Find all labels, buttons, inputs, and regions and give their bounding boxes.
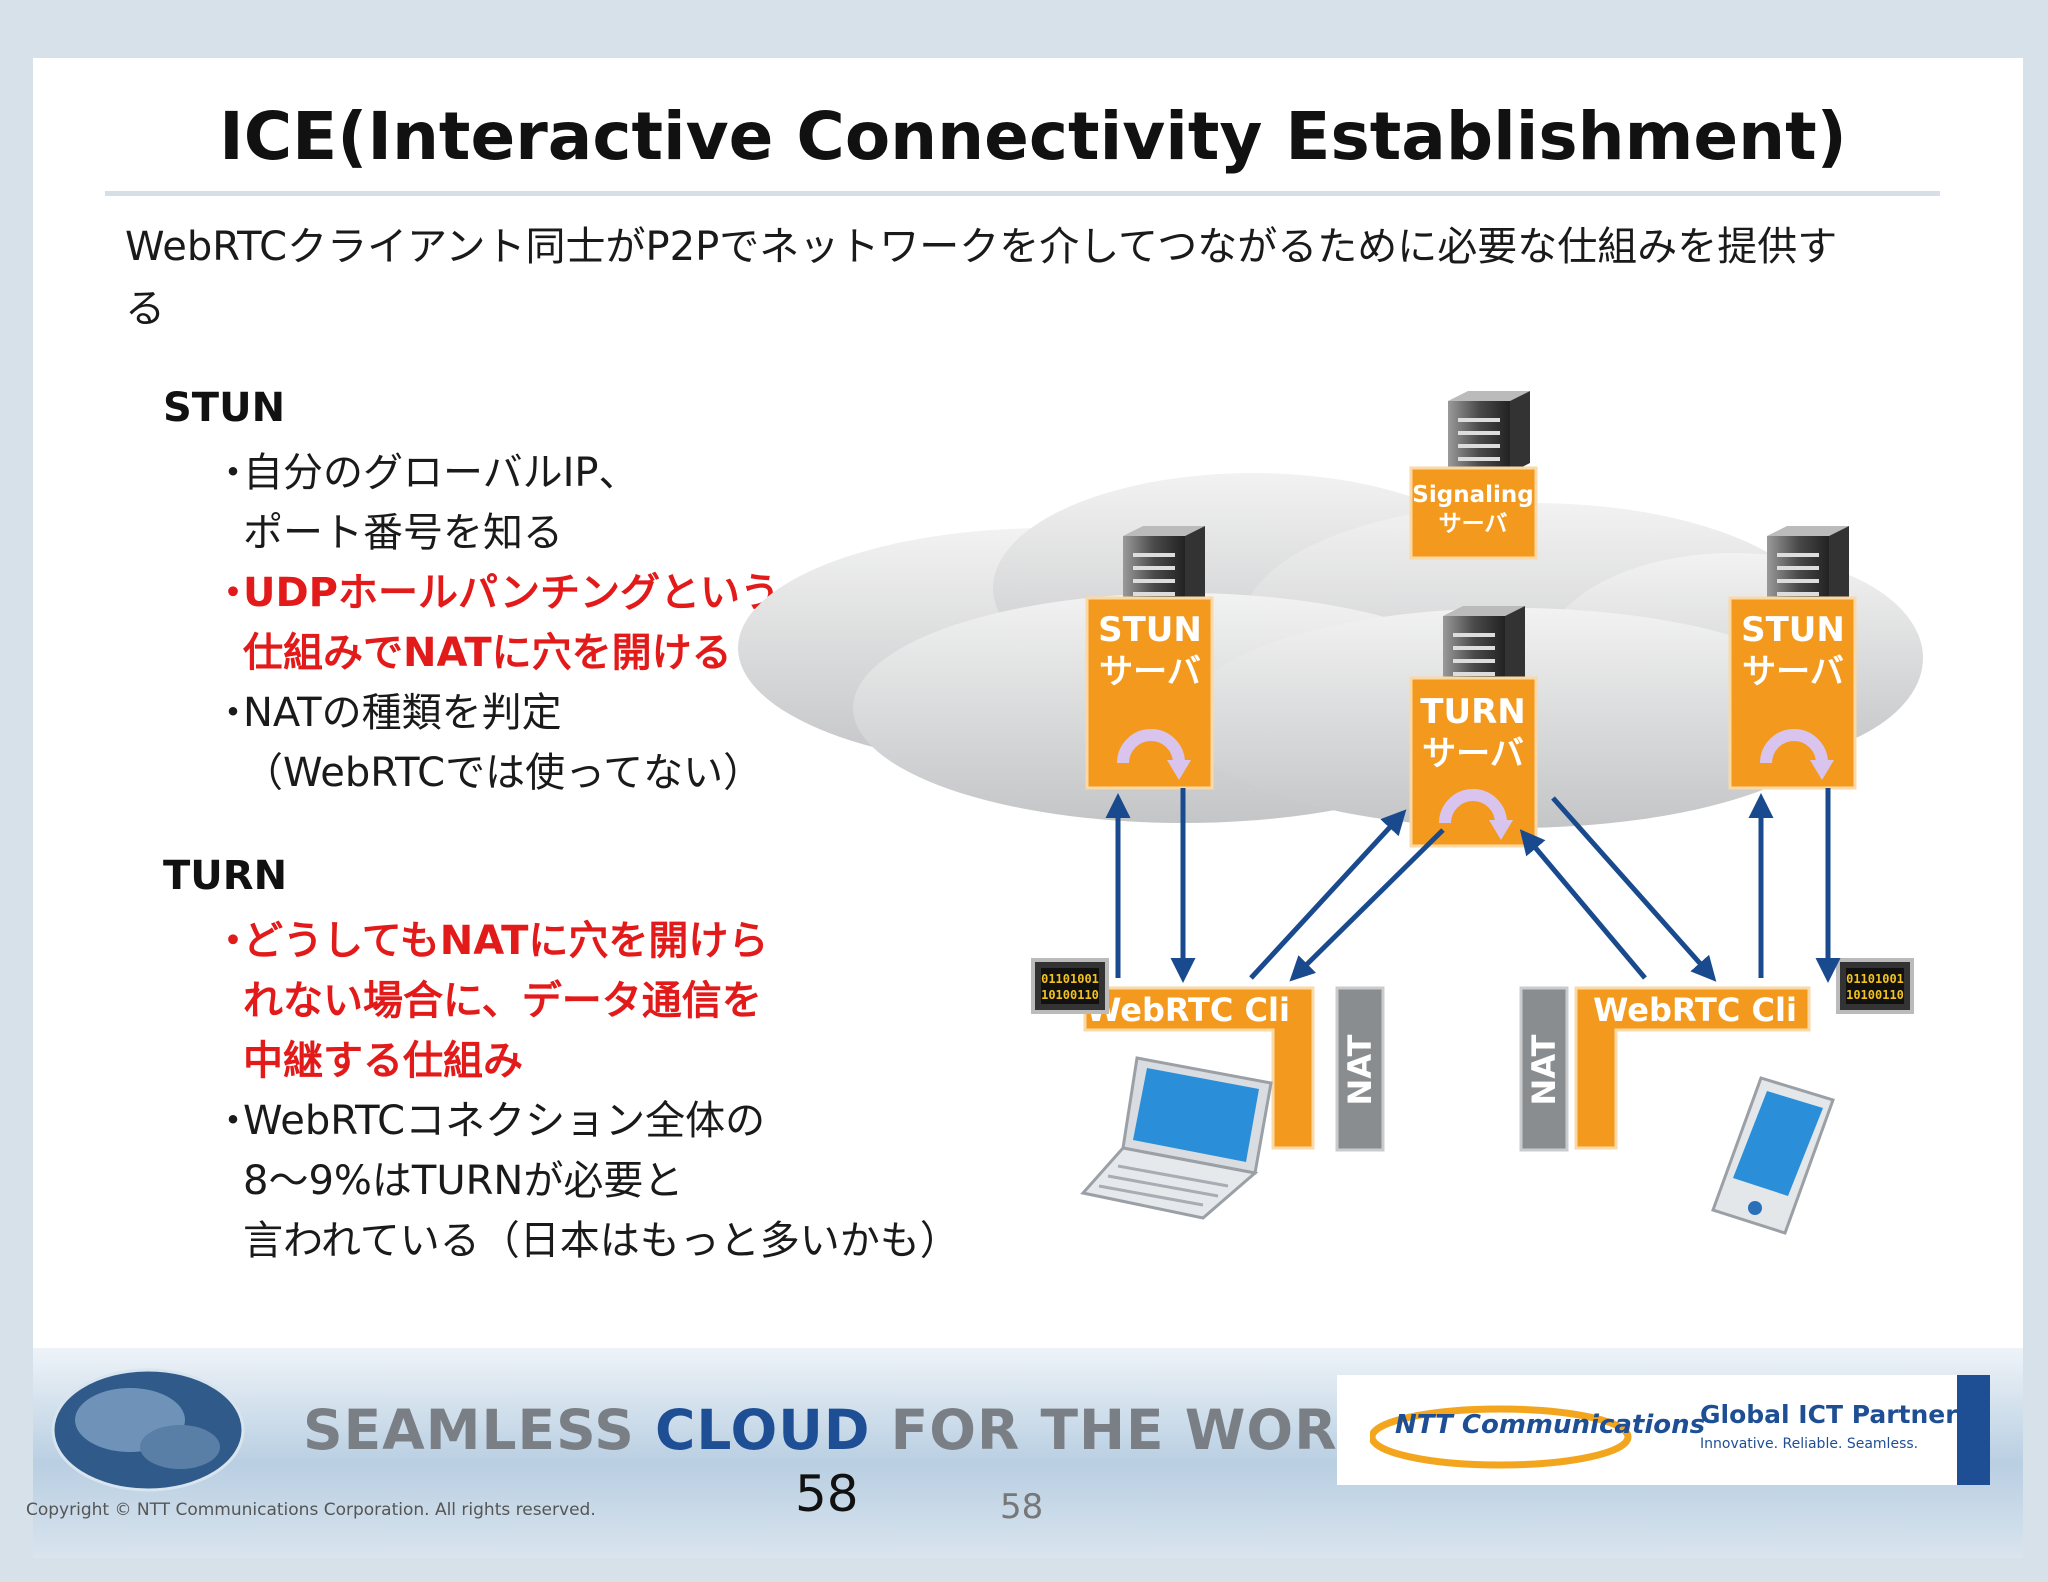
partner-panel	[1337, 1375, 1957, 1485]
turn-bullet-list: ・ どうしてもNATに穴を開けら れない場合に、データ通信を 中継する仕組み ・…	[213, 911, 1033, 1271]
turn-bullet-1-line-3: 中継する仕組み	[243, 1038, 523, 1084]
bullet-marker: ・	[213, 918, 253, 964]
nat-right: NAT	[1519, 986, 1569, 1152]
turn-sublabel: サーバ	[1422, 734, 1524, 774]
signaling-server-icon	[1448, 391, 1530, 473]
partner-title: Global ICT Partner	[1700, 1400, 1958, 1429]
copyright-notice: Copyright © NTT Communications Corporati…	[26, 1500, 596, 1520]
title-divider	[105, 191, 1940, 196]
stun-bullet-1-line-2: ポート番号を知る	[243, 510, 563, 556]
stun-bullet-3-line-2: （WebRTCでは使ってない）	[243, 750, 764, 796]
ice-network-diagram: Signaling サーバ STUN サーバ STUN サーバ TURN サーバ	[738, 391, 1923, 1235]
turn-to-client-left-arrow	[1289, 828, 1445, 982]
partner-subtitle: Innovative. Reliable. Seamless.	[1700, 1436, 1919, 1452]
nat-left-label: NAT	[1341, 1034, 1379, 1105]
smartphone-icon	[1711, 1076, 1835, 1235]
turn-bullet-2: ・ WebRTCコネクション全体の 8～9%はTURNが必要と 言われている（日…	[213, 1091, 1033, 1271]
stun-bullet-3: ・ NATの種類を判定 （WebRTCでは使ってない）	[213, 683, 973, 803]
turn-bullet-2-line-2: 8～9%はTURNが必要と	[243, 1158, 684, 1204]
turn-server-box: TURN サーバ	[1409, 676, 1538, 848]
globe-icon	[51, 1368, 245, 1492]
client-right-to-turn-arrow	[1519, 829, 1647, 980]
stun-server-left-icon	[1123, 526, 1205, 608]
page-number-small: 58	[1000, 1487, 1044, 1527]
bullet-marker: ・	[213, 570, 253, 616]
stun-server-right-box: STUN サーバ	[1728, 596, 1857, 790]
tagline-part-1: SEAMLESS	[303, 1398, 655, 1462]
chip-right-row-2: 10100110	[1846, 988, 1904, 1002]
stun-bullet-1-line-1: 自分のグローバルIP、	[243, 450, 639, 496]
turn-bullet-1-line-2: れない場合に、データ通信を	[243, 978, 762, 1024]
client-left-label: WebRTC Cli	[1086, 991, 1290, 1029]
signaling-sublabel: サーバ	[1439, 511, 1508, 537]
connection-arrows	[1105, 788, 1841, 983]
turn-to-client-right-arrow	[1551, 796, 1717, 982]
footer-tagline: SEAMLESS CLOUD FOR THE WORLD	[303, 1398, 1420, 1462]
stun-bullet-3-line-1: NATの種類を判定	[243, 690, 562, 736]
tagline-part-2: FOR THE WORLD	[870, 1398, 1421, 1462]
signaling-server-box: Signaling サーバ	[1409, 466, 1538, 560]
turn-bullet-2-line-1: WebRTCコネクション全体の	[243, 1098, 766, 1144]
stun-heading: STUN	[163, 385, 286, 431]
ntt-logo-icon	[1370, 1405, 1632, 1469]
stun-bullet-2: ・ UDPホールパンチングという 仕組みでNATに穴を開ける	[213, 563, 973, 683]
stun-server-left-box: STUN サーバ	[1085, 596, 1214, 790]
turn-bullet-1: ・ どうしてもNATに穴を開けら れない場合に、データ通信を 中継する仕組み	[213, 911, 1033, 1091]
loop-arrow-icon	[1760, 729, 1828, 764]
loop-arrow-icon	[1117, 729, 1185, 764]
stun-bullet-list: ・ 自分のグローバルIP、 ポート番号を知る ・ UDPホールパンチングという …	[213, 443, 973, 803]
slide: ICE(Interactive Connectivity Establishme…	[33, 58, 2023, 1558]
lead-line-2: る	[125, 286, 165, 332]
signaling-label: Signaling	[1412, 482, 1533, 508]
stun-bullet-2-line-1: UDPホールパンチングという	[243, 570, 780, 616]
stun-left-sublabel: サーバ	[1099, 652, 1201, 692]
loop-arrow-icon	[1439, 789, 1507, 824]
turn-heading: TURN	[163, 853, 288, 899]
stun-bullet-1: ・ 自分のグローバルIP、 ポート番号を知る	[213, 443, 973, 563]
turn-bullet-2-line-3: 言われている（日本はもっと多いかも）	[243, 1218, 960, 1264]
stun-left-label: STUN	[1098, 610, 1202, 650]
slide-title: ICE(Interactive Connectivity Establishme…	[219, 98, 1847, 175]
lead-line-1: WebRTCクライアント同士がP2Pでネットワークを介してつながるために必要な仕…	[125, 224, 1838, 270]
stun-right-label: STUN	[1741, 610, 1845, 650]
network-card-left-icon: 01101001 10100110	[1031, 958, 1109, 1014]
turn-server-icon	[1443, 606, 1525, 688]
webrtc-client-left: WebRTC Cli	[1083, 986, 1315, 1150]
lead-text: WebRTCクライアント同士がP2Pでネットワークを介してつながるために必要な仕…	[125, 216, 1925, 340]
network-card-right-icon: 01101001 10100110	[1836, 958, 1914, 1014]
tagline-highlight: CLOUD	[655, 1398, 871, 1462]
nat-right-label: NAT	[1525, 1034, 1563, 1105]
chip-left-row-1: 01101001	[1041, 972, 1099, 986]
bullet-marker: ・	[213, 1098, 253, 1144]
laptop-icon	[1080, 1056, 1273, 1220]
bullet-marker: ・	[213, 450, 253, 496]
client-left-to-turn-arrow	[1249, 809, 1407, 980]
turn-bullet-1-line-1: どうしてもNATに穴を開けら	[243, 918, 769, 964]
turn-label: TURN	[1420, 692, 1525, 732]
stun-server-right-icon	[1767, 526, 1849, 608]
client-right-label: WebRTC Cli	[1593, 991, 1797, 1029]
stun-right-sublabel: サーバ	[1742, 652, 1844, 692]
webrtc-client-right: WebRTC Cli	[1574, 986, 1811, 1150]
company-name: NTT Communications	[1395, 1410, 1706, 1440]
nat-left: NAT	[1335, 986, 1385, 1152]
page-number-large: 58	[795, 1465, 859, 1523]
bullet-marker: ・	[213, 690, 253, 736]
chip-left-row-2: 10100110	[1041, 988, 1099, 1002]
stun-bullet-2-line-2: 仕組みでNATに穴を開ける	[243, 630, 732, 676]
chip-right-row-1: 01101001	[1846, 972, 1904, 986]
footer-accent-strip	[1957, 1375, 1990, 1485]
